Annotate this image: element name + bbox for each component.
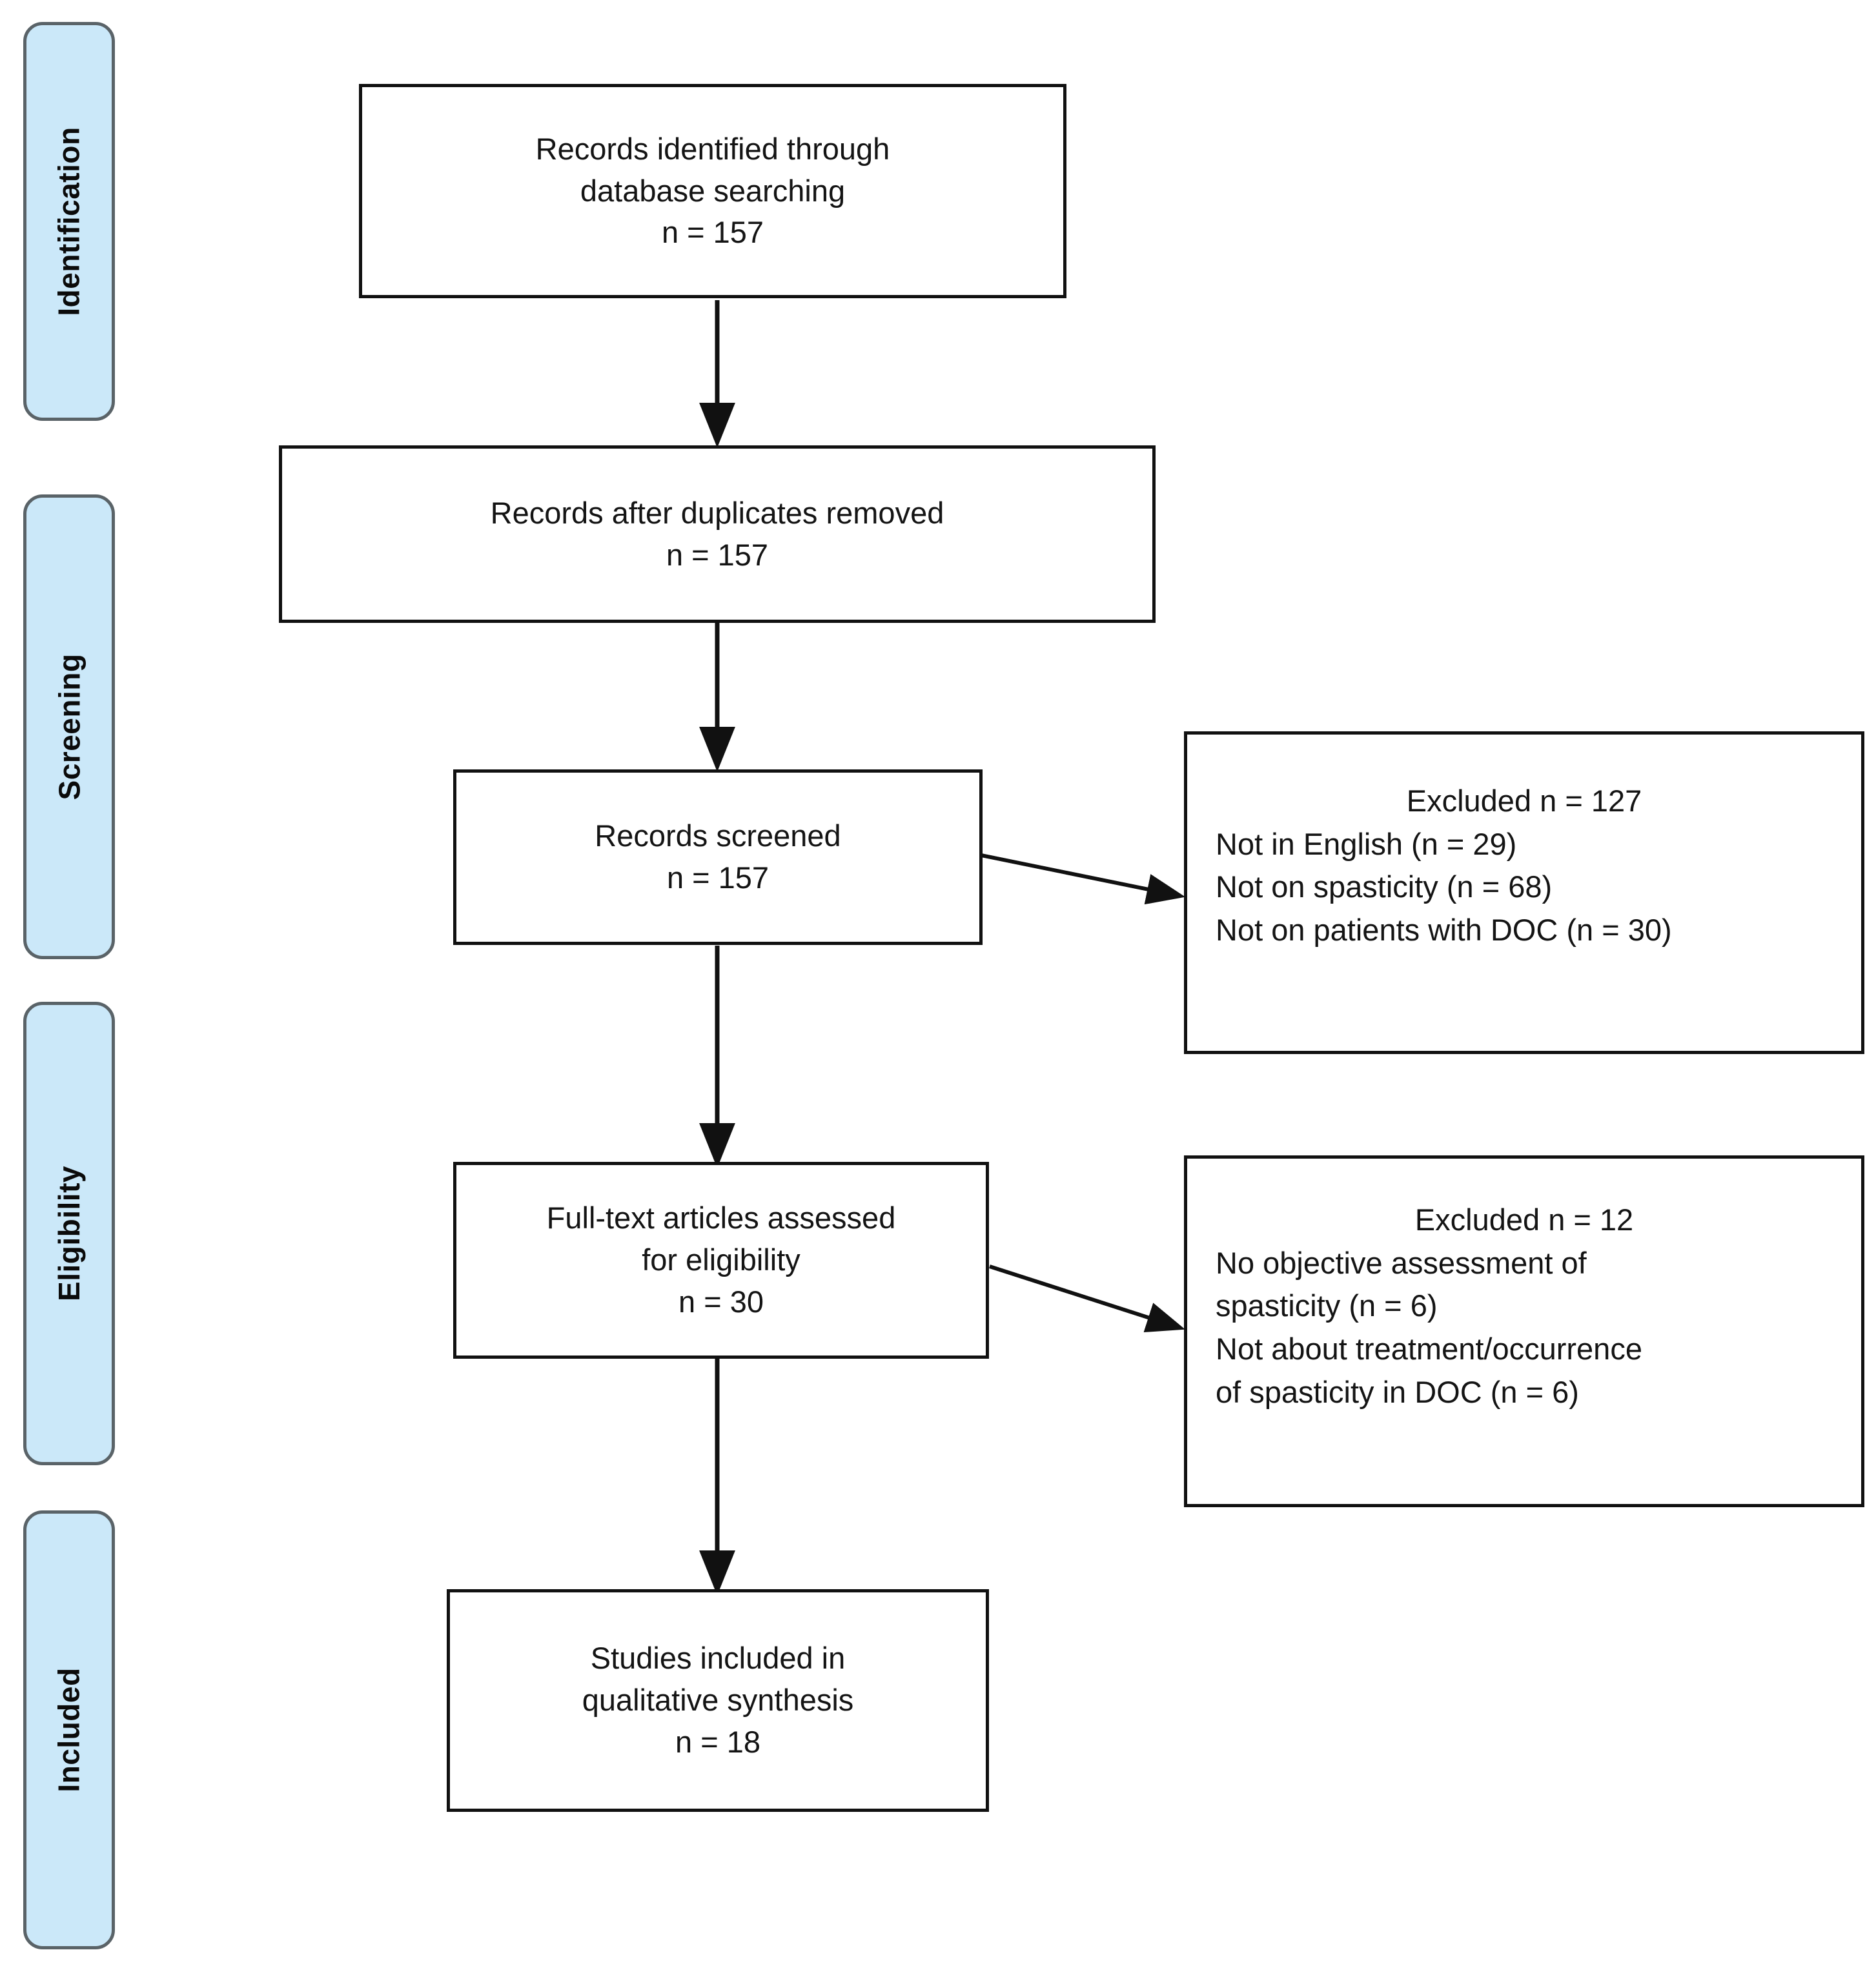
arrow-fulltext-to-excluded <box>989 1264 1185 1333</box>
stage-label-eligibility: Eligibility <box>52 1166 86 1301</box>
stage-tab-identification: Identification <box>23 22 115 421</box>
stage-label-included: Included <box>52 1667 86 1792</box>
box-fulltext-assessed: Full-text articles assessed for eligibil… <box>453 1162 989 1359</box>
stage-tab-eligibility: Eligibility <box>23 1002 115 1465</box>
arrow-screened-to-excluded <box>981 853 1186 905</box>
excluded-total-label: Excluded n = 12 <box>1414 1203 1634 1237</box>
exclusion-reason: No objective assessment of <box>1216 1245 1587 1280</box>
exclusion-reason: Not in English (n = 29) <box>1216 826 1517 861</box>
exclusion-reason: of spasticity in DOC (n = 6) <box>1216 1374 1579 1409</box>
box-line: Records identified through <box>535 131 890 166</box>
box-line: Records screened <box>595 818 841 853</box>
exclusion-reason: Not on patients with DOC (n = 30) <box>1216 913 1672 948</box>
exclusion-reason: spasticity (n = 6) <box>1216 1288 1438 1323</box>
box-records-screened: Records screened n = 157 <box>453 769 983 945</box>
box-line: Studies included in <box>590 1641 846 1676</box>
box-excluded-screening: Excluded n = 127 Not in English (n = 29)… <box>1184 731 1864 1054</box>
box-line: n = 18 <box>675 1724 760 1759</box>
stage-tab-included: Included <box>23 1510 115 1949</box>
box-line: Full-text articles assessed <box>546 1201 896 1235</box>
box-line: n = 157 <box>661 215 764 250</box>
stage-tab-screening: Screening <box>23 494 115 959</box>
box-line: database searching <box>580 173 846 208</box>
box-line: qualitative synthesis <box>582 1683 854 1718</box>
box-line: n = 157 <box>666 860 770 895</box>
stage-label-identification: Identification <box>52 127 87 316</box>
box-line: Records after duplicates removed <box>490 495 944 530</box>
exclusion-reason: Not about treatment/occurrence <box>1216 1332 1642 1366</box>
stage-label-screening: Screening <box>52 653 87 800</box>
box-records-identified: Records identified through database sear… <box>359 84 1066 298</box>
excluded-total-label: Excluded n = 127 <box>1406 784 1642 818</box>
box-line: for eligibility <box>642 1243 800 1277</box>
box-studies-included: Studies included in qualitative synthesi… <box>447 1589 989 1812</box>
exclusion-reason: Not on spasticity (n = 68) <box>1216 869 1553 904</box>
box-line: n = 30 <box>678 1284 764 1319</box>
box-excluded-eligibility: Excluded n = 12 No objective assessment … <box>1184 1155 1864 1507</box>
box-line: n = 157 <box>666 537 769 572</box>
box-records-after-duplicates: Records after duplicates removed n = 157 <box>279 445 1156 623</box>
